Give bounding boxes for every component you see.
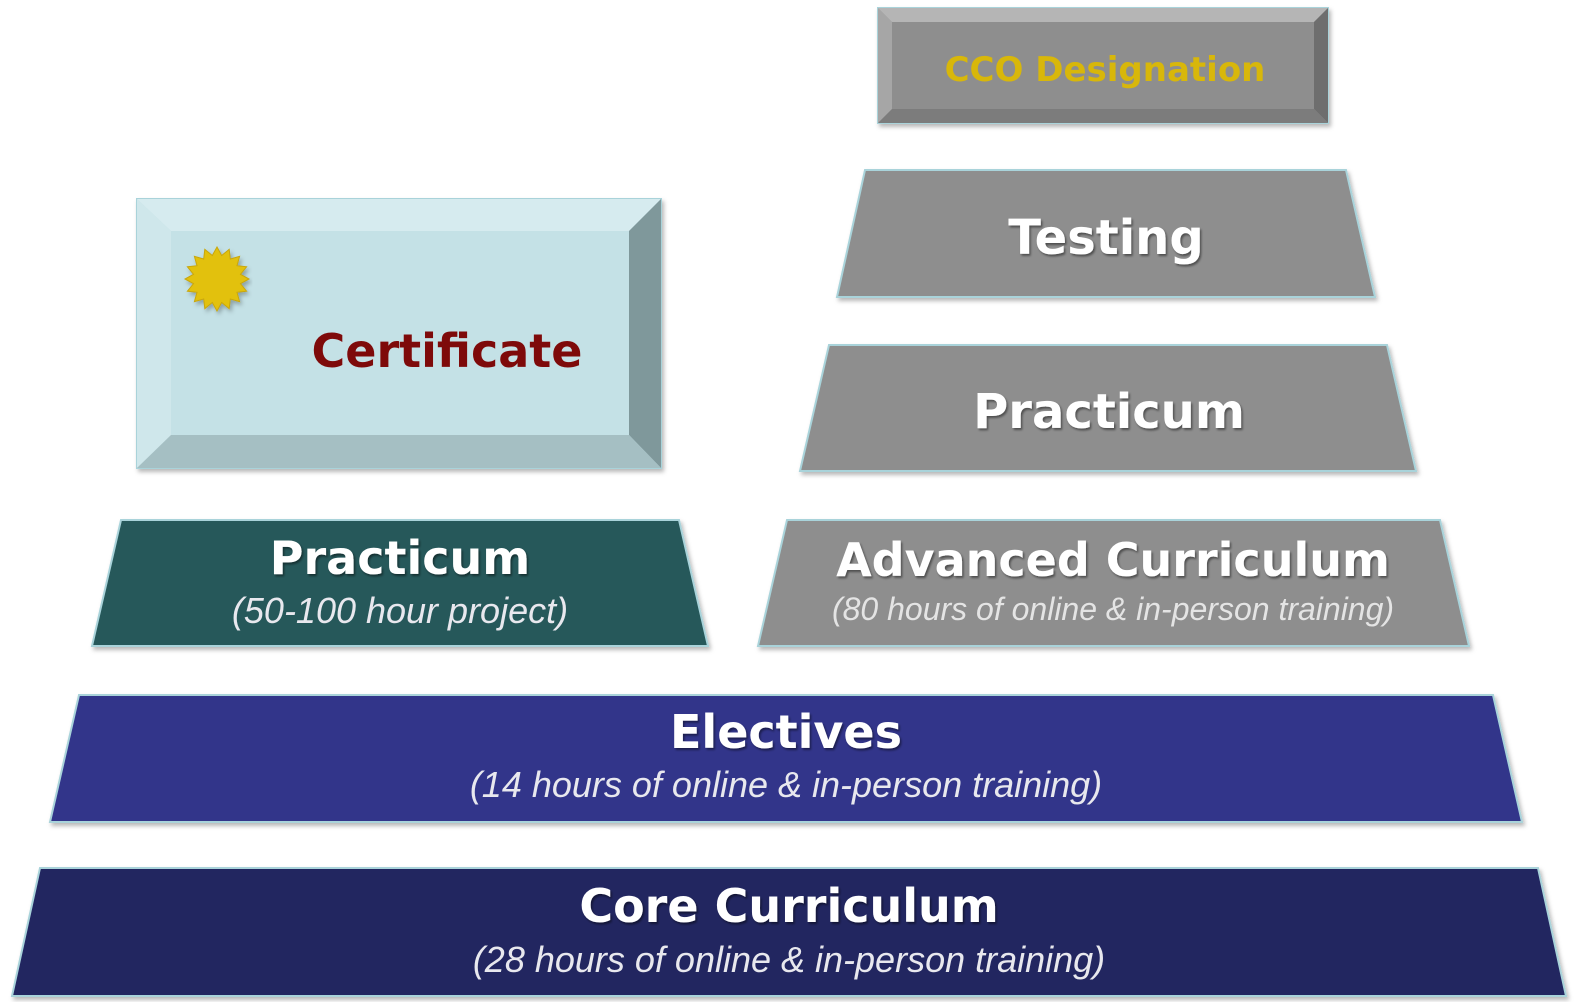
advanced-curriculum-subtitle: (80 hours of online & in-person training… [832, 591, 1394, 627]
seal-icon [183, 245, 251, 313]
cco-designation-title: CCO Designation [945, 50, 1266, 90]
certificate-title: Certificate [312, 324, 583, 378]
advanced-curriculum-block: Advanced Curriculum (80 hours of online … [756, 519, 1471, 647]
core-curriculum-block: Core Curriculum (28 hours of online & in… [10, 867, 1568, 997]
certificate-bevel-left [137, 199, 171, 468]
core-curriculum-shape [10, 867, 1568, 997]
testing-title: Testing [1008, 210, 1203, 266]
practicum-left-block: Practicum (50-100 hour project) [90, 519, 710, 647]
core-curriculum-title: Core Curriculum [579, 879, 998, 933]
certificate-block [136, 198, 662, 469]
certificate-bevel-right [629, 199, 661, 468]
cco-bevel-top [878, 8, 1328, 22]
cco-designation-block [877, 7, 1329, 124]
advanced-curriculum-shape [756, 519, 1471, 647]
testing-block: Testing [835, 169, 1377, 298]
cco-bevel-bottom [878, 109, 1328, 123]
practicum-right-block: Practicum [798, 344, 1418, 472]
practicum-left-title: Practicum [270, 531, 530, 585]
practicum-right-shape [798, 344, 1418, 472]
practicum-right-title: Practicum [973, 384, 1245, 440]
cco-designation-face [892, 22, 1314, 109]
cco-bevel-right [1314, 8, 1328, 123]
certificate-bevel-top [137, 199, 661, 231]
electives-title: Electives [670, 705, 902, 759]
certificate-face [171, 231, 629, 435]
practicum-left-subtitle: (50-100 hour project) [232, 590, 568, 631]
core-curriculum-subtitle: (28 hours of online & in-person training… [473, 939, 1105, 980]
cco-bevel-left [878, 8, 892, 123]
certificate-bevel-bottom [137, 435, 661, 468]
advanced-curriculum-title: Advanced Curriculum [836, 533, 1390, 587]
electives-subtitle: (14 hours of online & in-person training… [470, 764, 1102, 805]
practicum-left-shape [90, 519, 710, 647]
electives-block: Electives (14 hours of online & in-perso… [48, 694, 1524, 823]
electives-shape [48, 694, 1524, 823]
testing-shape [835, 169, 1377, 298]
